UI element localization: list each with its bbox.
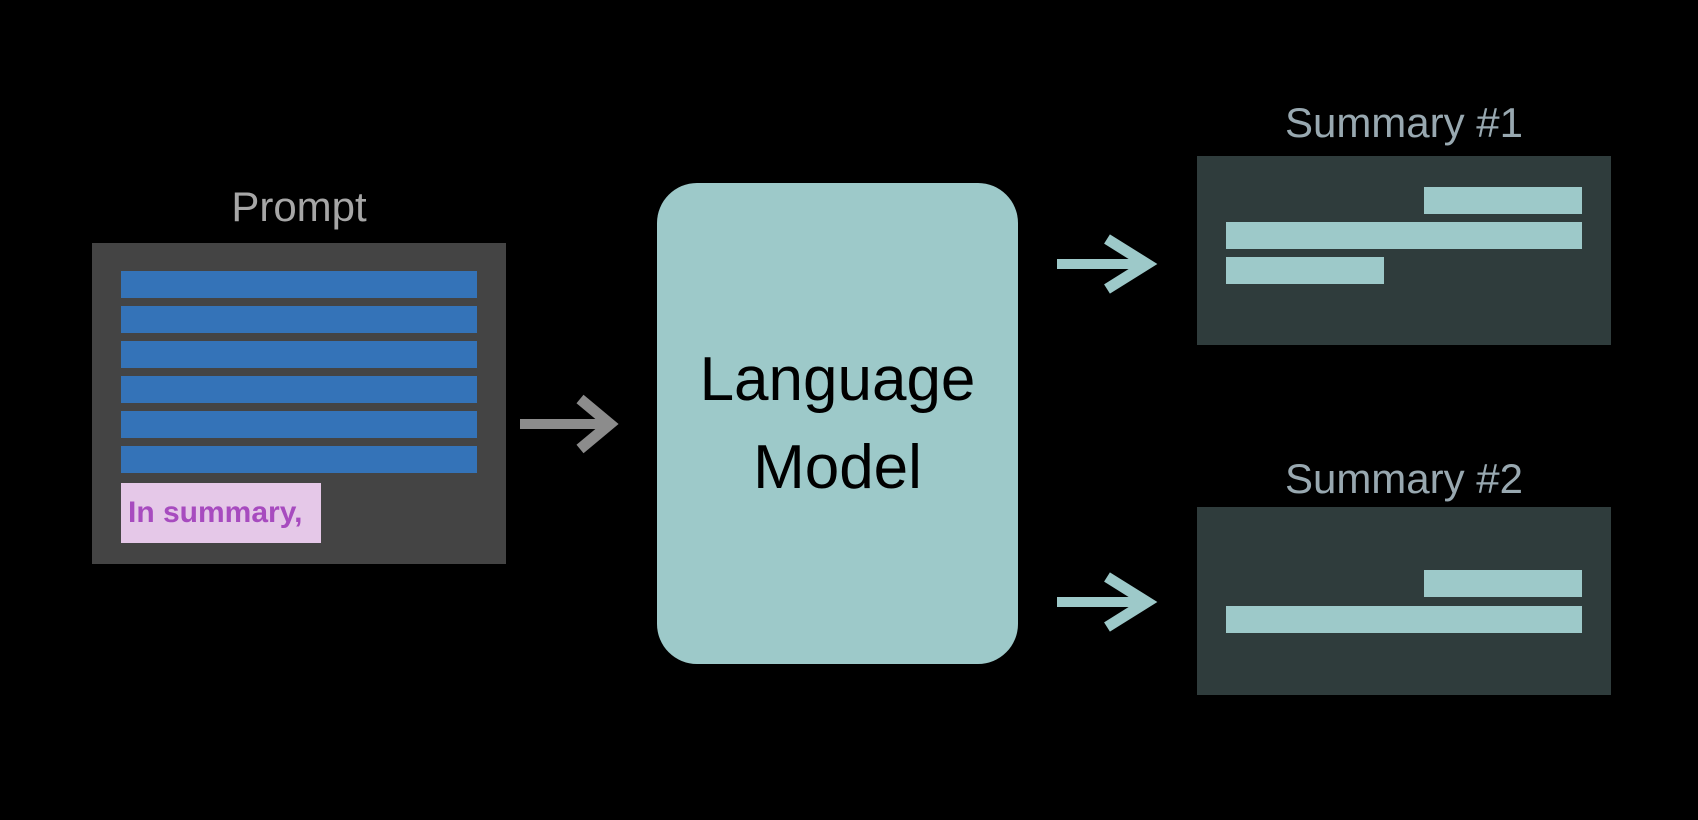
summary-text-line bbox=[1226, 257, 1384, 284]
language-model-label-line2: Model bbox=[753, 432, 922, 502]
summary-text-line bbox=[1424, 570, 1582, 597]
prompt-title: Prompt bbox=[231, 183, 367, 230]
prompt-text-line bbox=[121, 411, 477, 438]
prompt-text-line bbox=[121, 341, 477, 368]
in-summary-highlight: In summary, bbox=[121, 483, 321, 543]
summary-2-title: Summary #2 bbox=[1284, 455, 1524, 502]
summary-text-line bbox=[1226, 222, 1582, 249]
summary-2-panel bbox=[1197, 507, 1611, 695]
summary-1-title: Summary #1 bbox=[1284, 99, 1524, 146]
summary-text-line bbox=[1424, 187, 1582, 214]
output-arrow-2-icon bbox=[1057, 572, 1158, 632]
prompt-text-line bbox=[121, 446, 477, 473]
prompt-text-line bbox=[121, 306, 477, 333]
prompt-panel: In summary, bbox=[92, 243, 506, 564]
language-model-label-line1: Language bbox=[699, 344, 976, 414]
language-model-box: Language Model bbox=[657, 183, 1018, 664]
summary-1-panel bbox=[1197, 156, 1611, 345]
prompt-text-line bbox=[121, 271, 477, 298]
prompt-text-line bbox=[121, 376, 477, 403]
summary-text-line bbox=[1226, 606, 1582, 633]
input-arrow-icon bbox=[520, 394, 619, 454]
output-arrow-1-icon bbox=[1057, 234, 1158, 294]
